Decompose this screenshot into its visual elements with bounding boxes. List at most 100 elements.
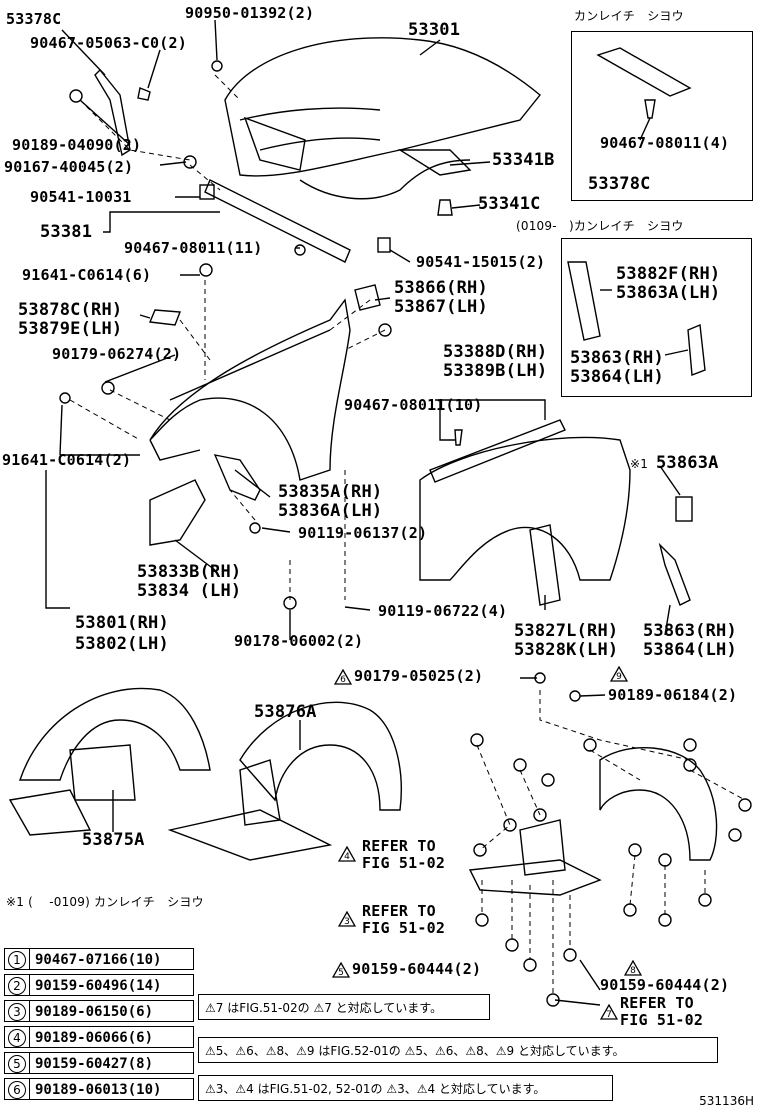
inset-top-53378C: 53378C [588, 174, 651, 194]
triangle-mark-7: 7 [600, 1004, 618, 1020]
triangle-mark-6: 6 [334, 669, 352, 685]
label-53381: 53381 [40, 222, 93, 242]
inset-top [571, 31, 753, 201]
label-90167-40045: 90167-40045(2) [4, 158, 134, 176]
liner-53876A [239, 701, 402, 811]
label-90950-01392: 90950-01392(2) [185, 4, 315, 22]
legend-number-6: 6 [8, 1081, 26, 1099]
label-90467-08011-10: 90467-08011(10) [344, 396, 483, 414]
inset-mid-53864: 53864(LH) [570, 367, 664, 387]
label-90179-06274: 90179-06274(2) [52, 345, 182, 363]
label-90119-06137: 90119-06137(2) [298, 524, 428, 542]
label-90159-60444-5: 90159-60444(2) [352, 960, 482, 978]
inset-mid [561, 238, 752, 397]
label-53388D: 53388D(RH) [443, 342, 548, 362]
label-53879E: 53879E(LH) [18, 319, 123, 339]
inset-mid-53863: 53863(RH) [570, 348, 664, 368]
legend-code-3: 90189-06150(6) [35, 1004, 154, 1020]
note-fig-52-01: ⚠5、⚠6、⚠8、⚠9 はFIG.52-01の ⚠5、⚠6、⚠8、⚠9 と対応し… [198, 1037, 718, 1063]
label-90541-10031: 90541-10031 [30, 188, 132, 206]
label-53341B: 53341B [492, 150, 555, 170]
label-91641-C0614-6: 91641-C0614(6) [22, 266, 152, 284]
undercover-right [599, 747, 718, 861]
label-53828K: 53828K(LH) [514, 640, 619, 660]
label-53389B: 53389B(LH) [443, 361, 548, 381]
inset-top-90467: 90467-08011(4) [600, 134, 730, 152]
triangle-mark-4: 4 [338, 846, 356, 862]
label-90189-04090: 90189-04090(2) [12, 136, 142, 154]
label-90467-08011-11: 90467-08011(11) [124, 239, 263, 257]
label-90178-06002: 90178-06002(2) [234, 632, 364, 650]
inset-mid-title: (0109- )カンレイチ シヨウ [516, 219, 684, 233]
triangle-mark-3: 3 [338, 911, 356, 927]
triangle-mark-8: 8 [624, 960, 642, 976]
legend-number-4: 4 [8, 1029, 26, 1047]
triangle-mark-9: 9 [610, 666, 628, 682]
legend-row-3: 3 90189-06150(6) [4, 1000, 194, 1022]
label-refer-to-7: REFER TO [620, 994, 694, 1012]
label-53876A: 53876A [254, 702, 317, 722]
label-refer-to-4: REFER TO [362, 837, 436, 855]
label-fig-3: FIG 51-02 [362, 919, 446, 937]
svg-text:8: 8 [630, 966, 636, 976]
svg-text:5: 5 [338, 968, 344, 978]
label-53801: 53801(RH) [75, 613, 169, 633]
label-53835A: 53835A(RH) [278, 482, 383, 502]
svg-text:6: 6 [340, 675, 346, 685]
legend-code-5: 90159-60427(8) [35, 1056, 154, 1072]
legend-code-6: 90189-06013(10) [35, 1082, 162, 1098]
label-53863-right: 53863(RH) [643, 621, 737, 641]
liner-53875A [19, 687, 211, 781]
label-53878C: 53878C(RH) [18, 300, 123, 320]
legend-code-4: 90189-06066(6) [35, 1030, 154, 1046]
note-fig-51-02: ⚠7 はFIG.51-02の ⚠7 と対応しています。 [198, 994, 490, 1020]
legend-row-1: 1 90467-07166(10) [4, 948, 194, 970]
label-53301: 53301 [408, 20, 461, 40]
svg-text:7: 7 [606, 1010, 612, 1020]
legend-number-2: 2 [8, 977, 26, 995]
figure-id: 531136H [699, 1094, 754, 1108]
label-90189-06184: 90189-06184(2) [608, 686, 738, 704]
label-53827L: 53827L(RH) [514, 621, 619, 641]
legend-code-1: 90467-07166(10) [35, 952, 162, 968]
note-fig-51-02-52-01: ⚠3、⚠4 はFIG.51-02, 52-01の ⚠3、⚠4 と対応しています。 [198, 1075, 613, 1101]
legend-number-5: 5 [8, 1055, 26, 1073]
label-53802: 53802(LH) [75, 634, 169, 654]
svg-text:3: 3 [344, 917, 350, 927]
legend-code-2: 90159-60496(14) [35, 978, 162, 994]
label-53867: 53867(LH) [394, 297, 488, 317]
hood-outline [224, 37, 541, 177]
label-53863A-right: 53863A [656, 453, 719, 473]
legend-row-6: 6 90189-06013(10) [4, 1078, 194, 1100]
inset-top-title: カンレイチ シヨウ [574, 9, 684, 23]
legend-row-4: 4 90189-06066(6) [4, 1026, 194, 1048]
inset-mid-53882F: 53882F(RH) [616, 264, 721, 284]
legend-number-1: 1 [8, 951, 26, 969]
svg-text:4: 4 [344, 852, 350, 862]
label-53875A: 53875A [82, 830, 145, 850]
label-53866: 53866(RH) [394, 278, 488, 298]
label-90467-05063: 90467-05063-C0(2) [30, 34, 187, 52]
label-53864-right: 53864(LH) [643, 640, 737, 660]
label-90179-05025: 90179-05025(2) [354, 667, 484, 685]
inset-mid-53863A: 53863A(LH) [616, 283, 721, 303]
footnote: ※1 ( -0109) カンレイチ シヨウ [6, 895, 204, 909]
label-fig-4: FIG 51-02 [362, 854, 446, 872]
label-fig-7: FIG 51-02 [620, 1011, 704, 1029]
label-91641-C0614-2: 91641-C0614(2) [2, 451, 132, 469]
label-53833B: 53833B(RH) [137, 562, 242, 582]
label-refer-to-3: REFER TO [362, 902, 436, 920]
label-90119-06722: 90119-06722(4) [378, 602, 508, 620]
label-53378C: 53378C [6, 10, 62, 28]
mark-note-1: ※1 [630, 457, 649, 471]
label-90159-60444-8: 90159-60444(2) [600, 976, 730, 994]
legend-row-5: 5 90159-60427(8) [4, 1052, 194, 1074]
fender-outline [149, 298, 351, 481]
legend-row-2: 2 90159-60496(14) [4, 974, 194, 996]
svg-text:9: 9 [616, 672, 622, 682]
triangle-mark-5: 5 [332, 962, 350, 978]
label-90541-15015: 90541-15015(2) [416, 253, 546, 271]
legend-number-3: 3 [8, 1003, 26, 1021]
front-fender-right [419, 436, 631, 581]
